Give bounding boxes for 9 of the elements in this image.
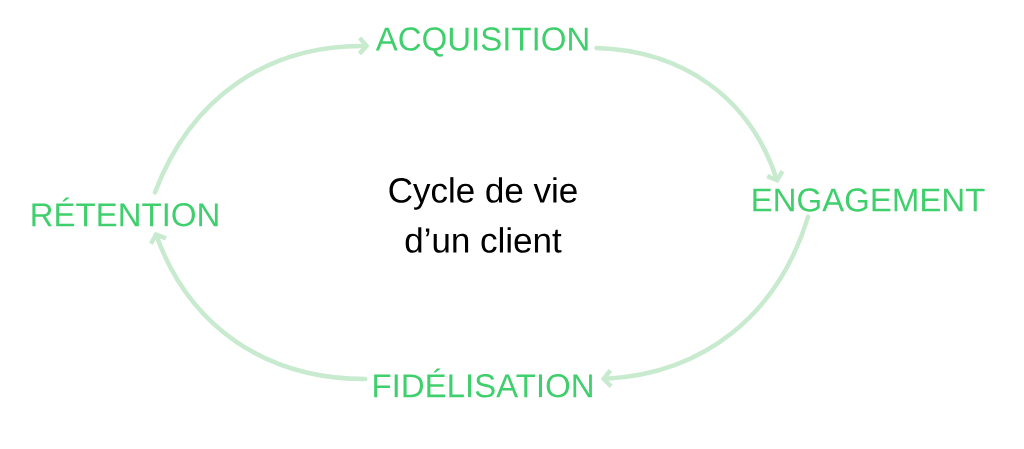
stage-label: RÉTENTION: [32, 197, 218, 227]
curved-arrow: [148, 231, 368, 382]
curved-arrow: [594, 45, 785, 184]
curved-arrow: [600, 214, 811, 388]
stage-label: ACQUISITION: [375, 27, 588, 57]
curved-arrow: [152, 36, 370, 195]
stage-label: FIDÉLISATION: [374, 368, 592, 398]
title: Cycle de vie d’un client: [389, 177, 577, 253]
stage-label: ENGAGEMENT: [753, 188, 985, 212]
